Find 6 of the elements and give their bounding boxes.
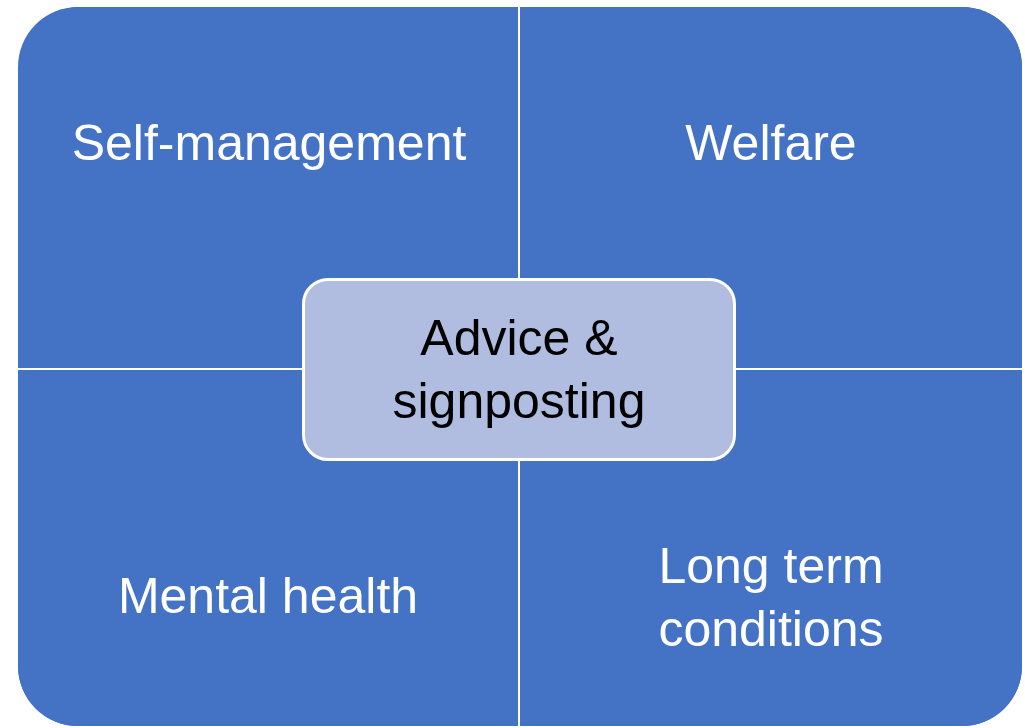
quadrant-label: Welfare: [685, 114, 857, 173]
center-label: Advice & signposting: [391, 309, 647, 431]
quadrant-label: Self-management: [71, 114, 467, 173]
quadrant-label: Long term conditions: [657, 537, 885, 659]
quadrant-label: Mental health: [117, 567, 419, 626]
center-box: [302, 278, 736, 461]
